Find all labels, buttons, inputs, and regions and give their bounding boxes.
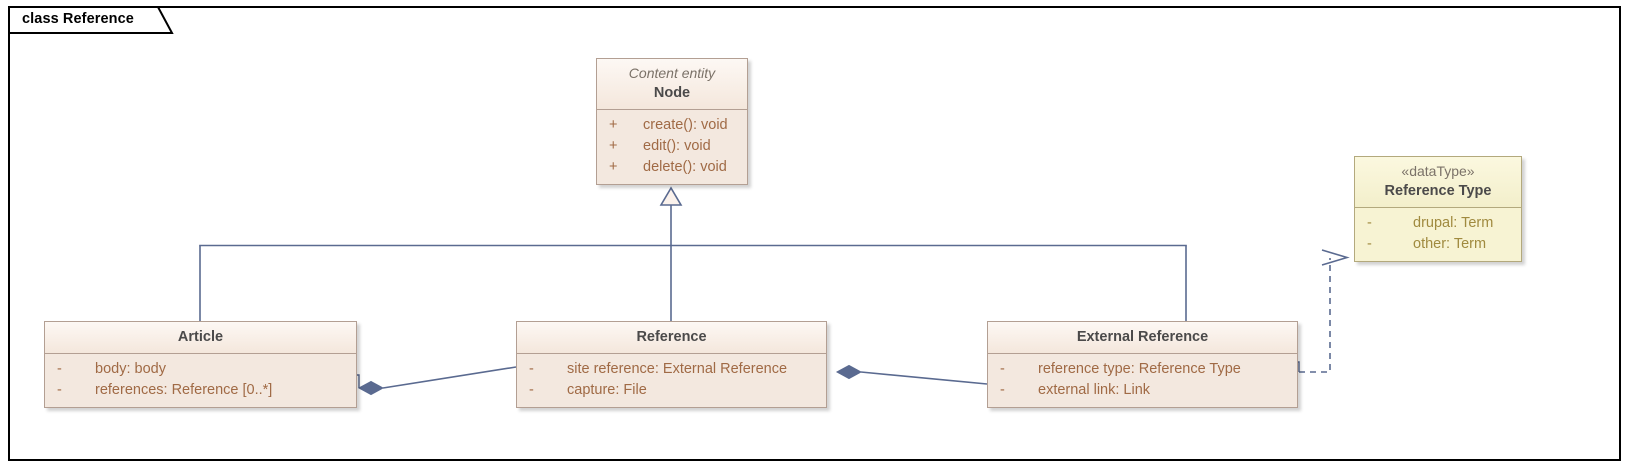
class-stereotype-reference-type: «dataType» — [1401, 163, 1475, 179]
member-text: capture: File — [567, 382, 647, 398]
class-box-external-reference[interactable]: External Reference - reference type: Refe… — [987, 321, 1298, 408]
member-visibility: - — [529, 382, 534, 398]
class-member: - reference type: Reference Type — [988, 359, 1297, 380]
member-visibility: - — [1000, 361, 1005, 377]
member-text: edit(): void — [643, 138, 711, 154]
member-text: external link: Link — [1038, 382, 1151, 398]
class-member: - external link: Link — [988, 380, 1297, 401]
class-member: + create(): void — [597, 115, 747, 136]
member-text: delete(): void — [643, 159, 727, 175]
class-attributes-reference: - site reference: External Reference - cap… — [517, 354, 826, 407]
class-member: - drupal: Term — [1355, 213, 1521, 234]
class-name-node: Node — [653, 85, 691, 101]
member-visibility: - — [1000, 382, 1005, 398]
member-visibility: + — [609, 117, 618, 133]
member-text: drupal: Term — [1413, 215, 1494, 231]
member-visibility: - — [1367, 215, 1372, 231]
class-header-reference-type: «dataType» Reference Type — [1355, 157, 1521, 208]
class-stereotype-node: Content entity — [628, 65, 716, 81]
class-header-node: Content entity Node — [597, 59, 747, 110]
class-attributes-article: - body: body - references: Reference [0..*… — [45, 354, 356, 407]
class-box-node[interactable]: Content entity Node + create(): void + edi… — [596, 58, 748, 185]
member-visibility: - — [529, 361, 534, 377]
class-name-reference: Reference — [636, 329, 707, 345]
class-name-article: Article — [177, 329, 224, 345]
class-box-reference[interactable]: Reference - site reference: External Refe… — [516, 321, 827, 408]
member-text: create(): void — [643, 117, 728, 133]
class-operations-node: + create(): void + edit(): void + delete():… — [597, 110, 747, 184]
frame-title-label: class Reference — [22, 11, 134, 27]
member-text: body: body — [95, 361, 166, 377]
class-attributes-external-reference: - reference type: Reference Type - externa… — [988, 354, 1297, 407]
class-name-external-reference: External Reference — [1076, 329, 1209, 345]
member-visibility: + — [609, 159, 618, 175]
member-visibility: - — [57, 382, 62, 398]
member-text: references: Reference [0..*] — [95, 382, 273, 398]
class-header-external-reference: External Reference — [988, 322, 1297, 354]
class-member: + edit(): void — [597, 136, 747, 157]
class-header-reference: Reference — [517, 322, 826, 354]
member-text: site reference: External Reference — [567, 361, 788, 377]
class-member: + delete(): void — [597, 157, 747, 178]
member-text: other: Term — [1413, 236, 1487, 252]
class-attributes-reference-type: - drupal: Term - other: Term — [1355, 208, 1521, 261]
class-member: - other: Term — [1355, 234, 1521, 255]
member-visibility: + — [609, 138, 618, 154]
diagram-frame — [8, 6, 1621, 461]
class-box-article[interactable]: Article - body: body - references: Referen… — [44, 321, 357, 408]
class-member: - references: Reference [0..*] — [45, 380, 356, 401]
member-text: reference type: Reference Type — [1038, 361, 1241, 377]
member-visibility: - — [57, 361, 62, 377]
class-box-reference-type[interactable]: «dataType» Reference Type - drupal: Term … — [1354, 156, 1522, 262]
class-header-article: Article — [45, 322, 356, 354]
class-member: - site reference: External Reference — [517, 359, 826, 380]
member-visibility: - — [1367, 236, 1372, 252]
class-member: - body: body — [45, 359, 356, 380]
class-member: - capture: File — [517, 380, 826, 401]
frame-title-tab: class Reference — [8, 6, 176, 34]
class-name-reference-type: Reference Type — [1384, 183, 1492, 199]
